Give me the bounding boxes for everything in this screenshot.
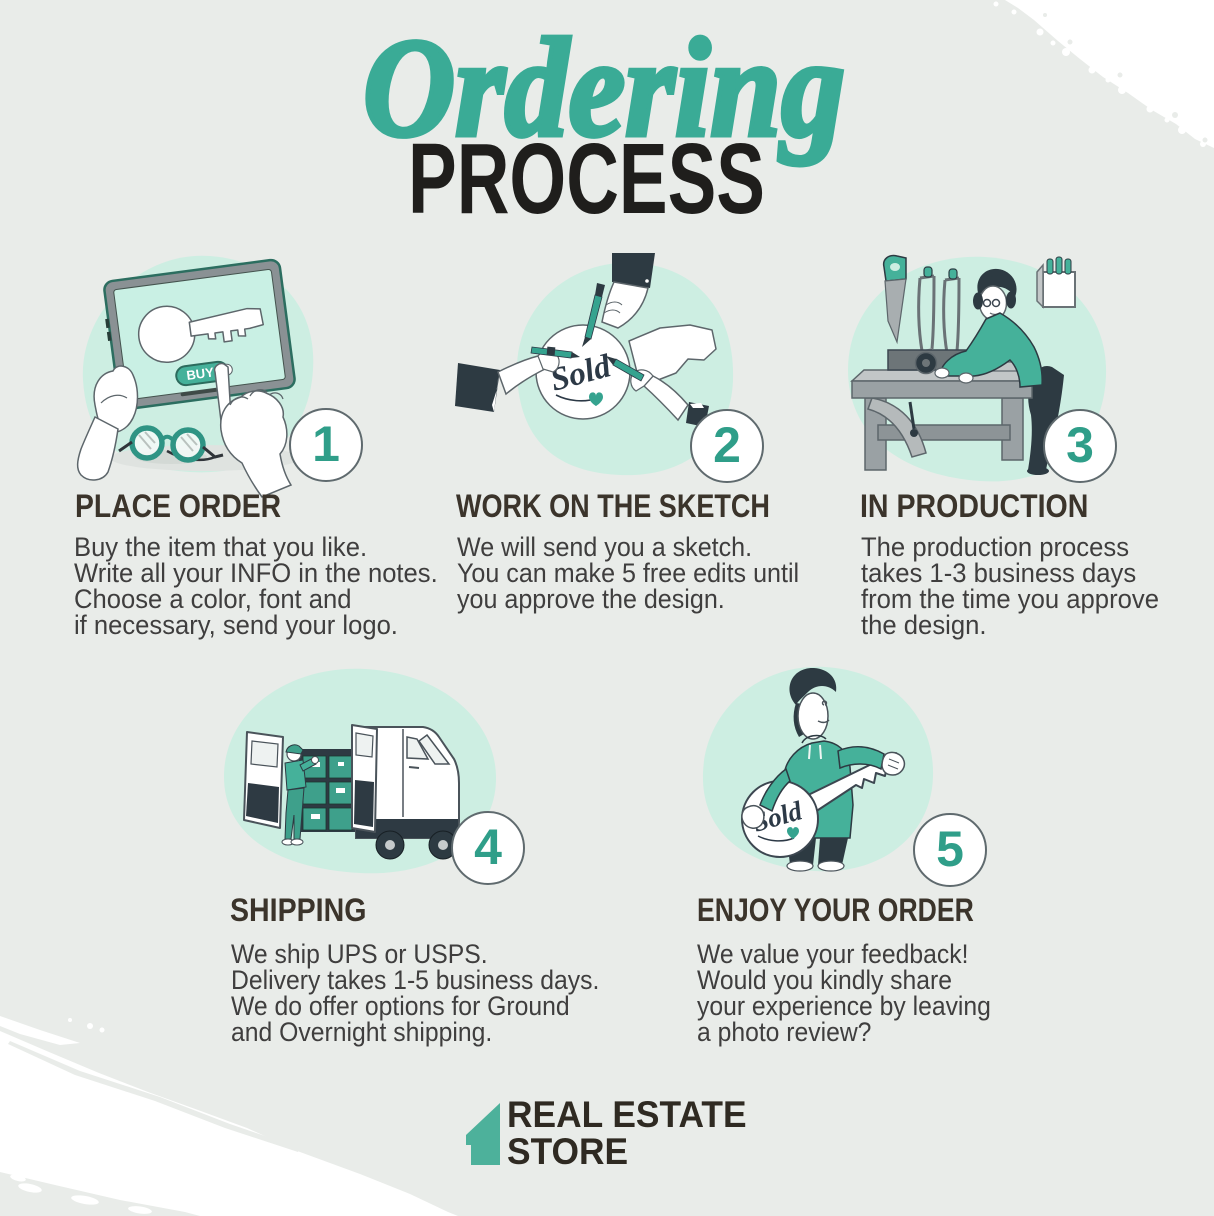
- svg-text:PROCESS: PROCESS: [408, 123, 765, 225]
- svg-text:Ordering: Ordering: [363, 10, 845, 166]
- svg-text:BUY: BUY: [186, 364, 215, 382]
